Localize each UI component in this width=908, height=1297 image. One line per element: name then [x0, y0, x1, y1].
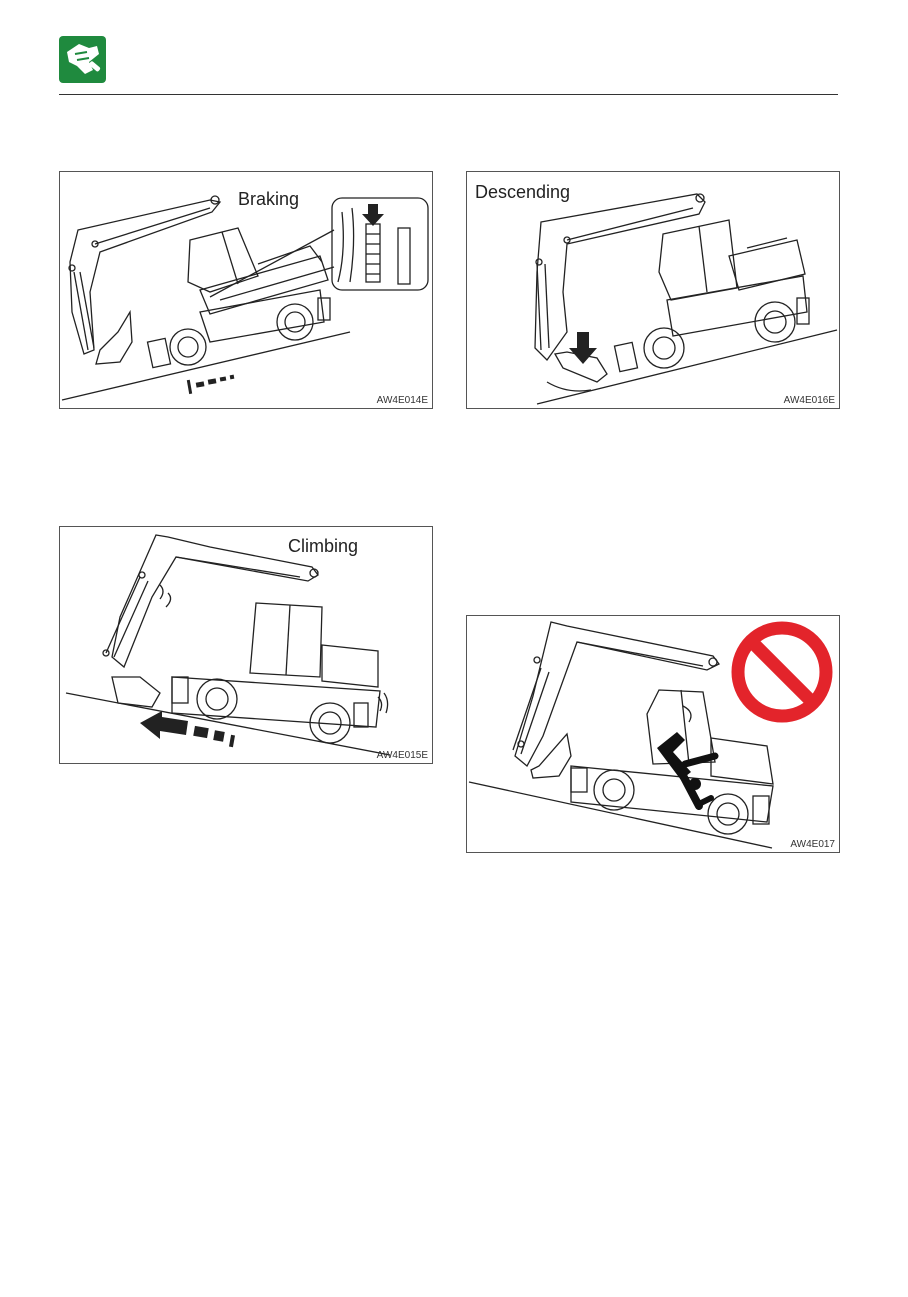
- figure-descending: Descending AW4E016E: [466, 171, 840, 409]
- header-rule: [59, 94, 838, 95]
- tipping-excavator-illustration: [468, 621, 833, 849]
- braking-excavator-illustration: [61, 195, 429, 401]
- climbing-figure-code: AW4E015E: [376, 750, 428, 761]
- descending-figure-code: AW4E016E: [783, 395, 835, 406]
- prohibition-sign-icon: [731, 621, 833, 723]
- figure-braking: Braking AW4E014E: [59, 171, 433, 409]
- climbing-excavator-illustration: [65, 534, 391, 756]
- braking-title: Braking: [238, 189, 300, 209]
- prohibited-figure-code: AW4E017: [790, 839, 835, 850]
- figure-climbing: Climbing AW4E015E: [59, 526, 433, 764]
- braking-figure-code: AW4E014E: [376, 395, 428, 406]
- maintenance-logo-icon: [59, 36, 106, 83]
- descending-title: Descending: [475, 182, 571, 202]
- descending-excavator-illustration: [534, 193, 838, 405]
- climbing-title: Climbing: [288, 536, 359, 556]
- figure-prohibited-action: AW4E017: [466, 615, 840, 853]
